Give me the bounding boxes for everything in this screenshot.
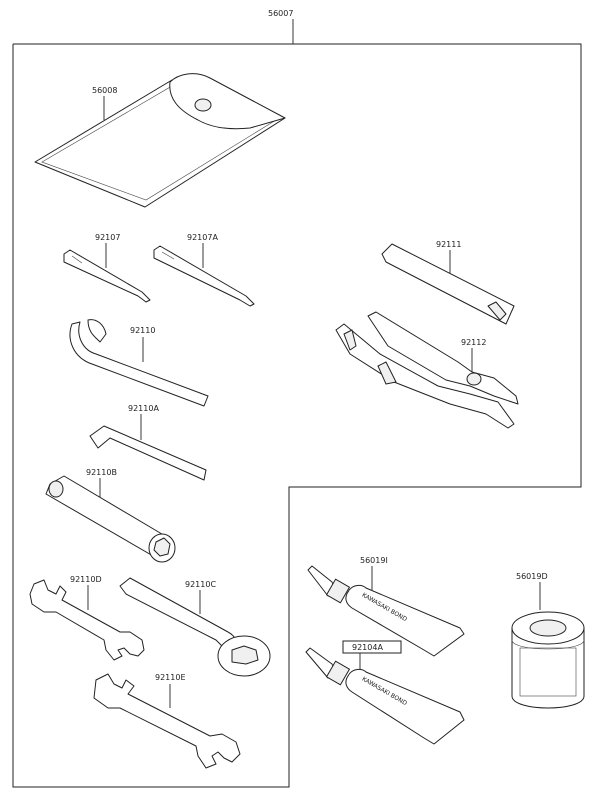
wrench-92110c: 92110C	[119, 577, 271, 677]
label-tag-92104a: 92104A KAWASAKI BOND	[305, 640, 465, 745]
label-screwdriver-b: 92107A	[187, 233, 218, 242]
label-filter-can: 56019D	[516, 572, 548, 581]
label-box-wrench: 92110B	[86, 468, 117, 477]
bond-tube-56019i: 56019I KAWASAKI BOND	[307, 556, 465, 657]
label-tag: 92104A	[352, 643, 383, 652]
label-wrench-e: 92110E	[155, 673, 186, 682]
pliers-92112: 92112	[335, 311, 519, 429]
handle-92111: 92111	[381, 240, 515, 325]
label-bond-tube: 56019I	[360, 556, 388, 565]
label-case: 56008	[92, 86, 117, 95]
box-wrench-92110b: 92110B	[45, 468, 176, 563]
screwdriver-92107: 92107	[63, 233, 151, 303]
wrench-92110d: 92110D	[29, 575, 145, 661]
hook-wrench-92110: 92110	[69, 319, 209, 407]
label-pliers: 92112	[461, 338, 486, 347]
kit-frame: 56007	[12, 9, 582, 788]
wrench-92110e: 92110E	[93, 673, 241, 769]
label-wrench-c: 92110C	[185, 580, 216, 589]
label-wrench-d: 92110D	[70, 575, 102, 584]
tool-case: 56008	[34, 73, 286, 208]
screwdriver-92107a: 92107A	[153, 233, 255, 307]
label-hex-key: 92110A	[128, 404, 159, 413]
label-kit: 56007	[268, 9, 293, 18]
label-screwdriver-a: 92107	[95, 233, 120, 242]
filter-can-56019d: 56019D	[511, 572, 585, 709]
hex-key-92110a: 92110A	[89, 404, 207, 481]
label-handle: 92111	[436, 240, 461, 249]
label-wrench-hook: 92110	[130, 326, 155, 335]
